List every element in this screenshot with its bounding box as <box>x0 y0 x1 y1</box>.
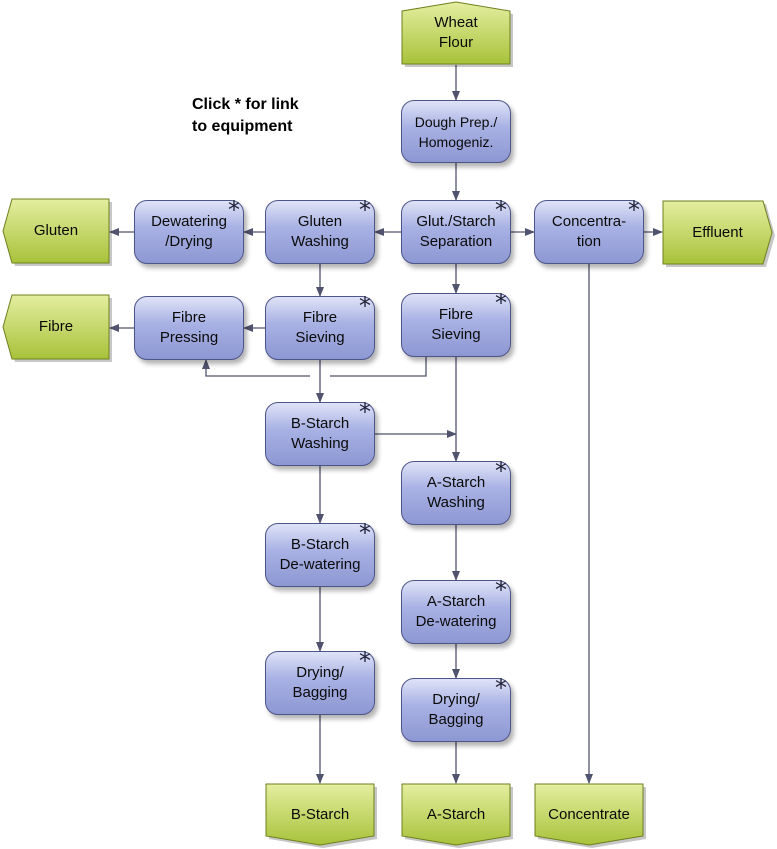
fibre-sieving-gluten-line-label: Fibre Sieving <box>295 309 345 346</box>
a-starch-label: A-Starch <box>426 805 486 823</box>
b-starch-dewatering-step: B-Starch De-watering * <box>265 519 375 587</box>
gluten-washing-step: Gluten Washing * <box>265 196 375 264</box>
concentration-label: Concentra- tion <box>551 213 627 250</box>
fibre-pressing-label: Fibre Pressing <box>159 309 219 346</box>
dewatering-drying-label: Dewatering /Drying <box>151 213 227 250</box>
dough-prep-step: Dough Prep./ Homogeniz. <box>401 100 511 163</box>
concentrate-label: Concentrate <box>548 805 630 823</box>
terminal-shape <box>662 200 775 267</box>
dough-prep-label: Dough Prep./ Homogeniz. <box>414 113 498 150</box>
b-starch-output: B-Starch <box>265 783 377 848</box>
a-starch-washing-step: A-Starch Washing * <box>401 457 511 525</box>
b-starch-dewatering-equipment-link[interactable]: * <box>359 519 371 547</box>
connector-13 <box>202 359 310 377</box>
fibre-output: Fibre <box>2 294 112 362</box>
fibre-sieving-gluten-line-step: Fibre Sieving * <box>265 292 375 360</box>
terminal-shape <box>401 783 513 848</box>
fibre-label: Fibre <box>38 318 74 335</box>
a-starch-dewatering-label: A-Starch De-watering <box>415 593 497 630</box>
drying-bagging-b-label: Drying/ Bagging <box>292 664 348 701</box>
b-starch-washing-equipment-link[interactable]: * <box>359 398 371 426</box>
gluten-washing-equipment-link[interactable]: * <box>359 196 371 224</box>
gluten-starch-separation-step: Glut./Starch Separation * <box>401 196 511 264</box>
dewatering-drying-step: Dewatering /Drying * <box>134 196 244 264</box>
drying-bagging-a-equipment-link[interactable]: * <box>495 674 507 702</box>
equipment-link-note: Click * for link to equipment <box>192 96 299 135</box>
drying-bagging-b-step: Drying/ Bagging * <box>265 647 375 715</box>
drying-bagging-b-equipment-link[interactable]: * <box>359 647 371 675</box>
effluent-output: Effluent <box>662 200 775 267</box>
drying-bagging-a-step: Drying/ Bagging * <box>401 674 511 742</box>
a-starch-dewatering-step: A-Starch De-watering * <box>401 576 511 644</box>
concentration-equipment-link[interactable]: * <box>628 196 640 224</box>
gluten-starch-separation-label: Glut./Starch Separation <box>416 213 496 250</box>
concentrate-output: Concentrate <box>534 783 646 848</box>
fibre-sieving-starch-line-step: Fibre Sieving * <box>401 289 511 357</box>
a-starch-washing-equipment-link[interactable]: * <box>495 457 507 485</box>
effluent-label: Effluent <box>692 223 743 241</box>
wheat-flour-input: Wheat Flour <box>401 1 513 67</box>
fibre-sieving-starch-line-equipment-link[interactable]: * <box>495 289 507 317</box>
b-starch-dewatering-label: B-Starch De-watering <box>279 536 361 573</box>
terminal-shape <box>265 783 377 848</box>
connector-12 <box>330 357 427 377</box>
gluten-label: Gluten <box>33 222 79 239</box>
b-starch-washing-label: B-Starch Washing <box>290 415 350 452</box>
fibre-sieving-gluten-line-equipment-link[interactable]: * <box>359 292 371 320</box>
terminal-shape <box>534 783 646 848</box>
drying-bagging-a-label: Drying/ Bagging <box>428 691 484 728</box>
a-starch-washing-label: A-Starch Washing <box>426 474 486 511</box>
gluten-washing-label: Gluten Washing <box>291 213 349 250</box>
b-starch-label: B-Starch <box>290 805 350 823</box>
terminal-shape <box>401 1 513 67</box>
a-starch-output: A-Starch <box>401 783 513 848</box>
terminal-shape <box>2 294 112 362</box>
a-starch-dewatering-equipment-link[interactable]: * <box>495 576 507 604</box>
fibre-pressing-step: Fibre Pressing <box>134 296 244 360</box>
gluten-starch-separation-equipment-link[interactable]: * <box>495 196 507 224</box>
wheat-flour-label: Wheat Flour <box>434 14 478 51</box>
gluten-output: Gluten <box>2 198 112 266</box>
dewatering-drying-equipment-link[interactable]: * <box>228 196 240 224</box>
concentration-step: Concentra- tion * <box>534 196 644 264</box>
terminal-shape <box>2 198 112 266</box>
fibre-sieving-starch-line-label: Fibre Sieving <box>431 306 481 343</box>
b-starch-washing-step: B-Starch Washing * <box>265 398 375 466</box>
